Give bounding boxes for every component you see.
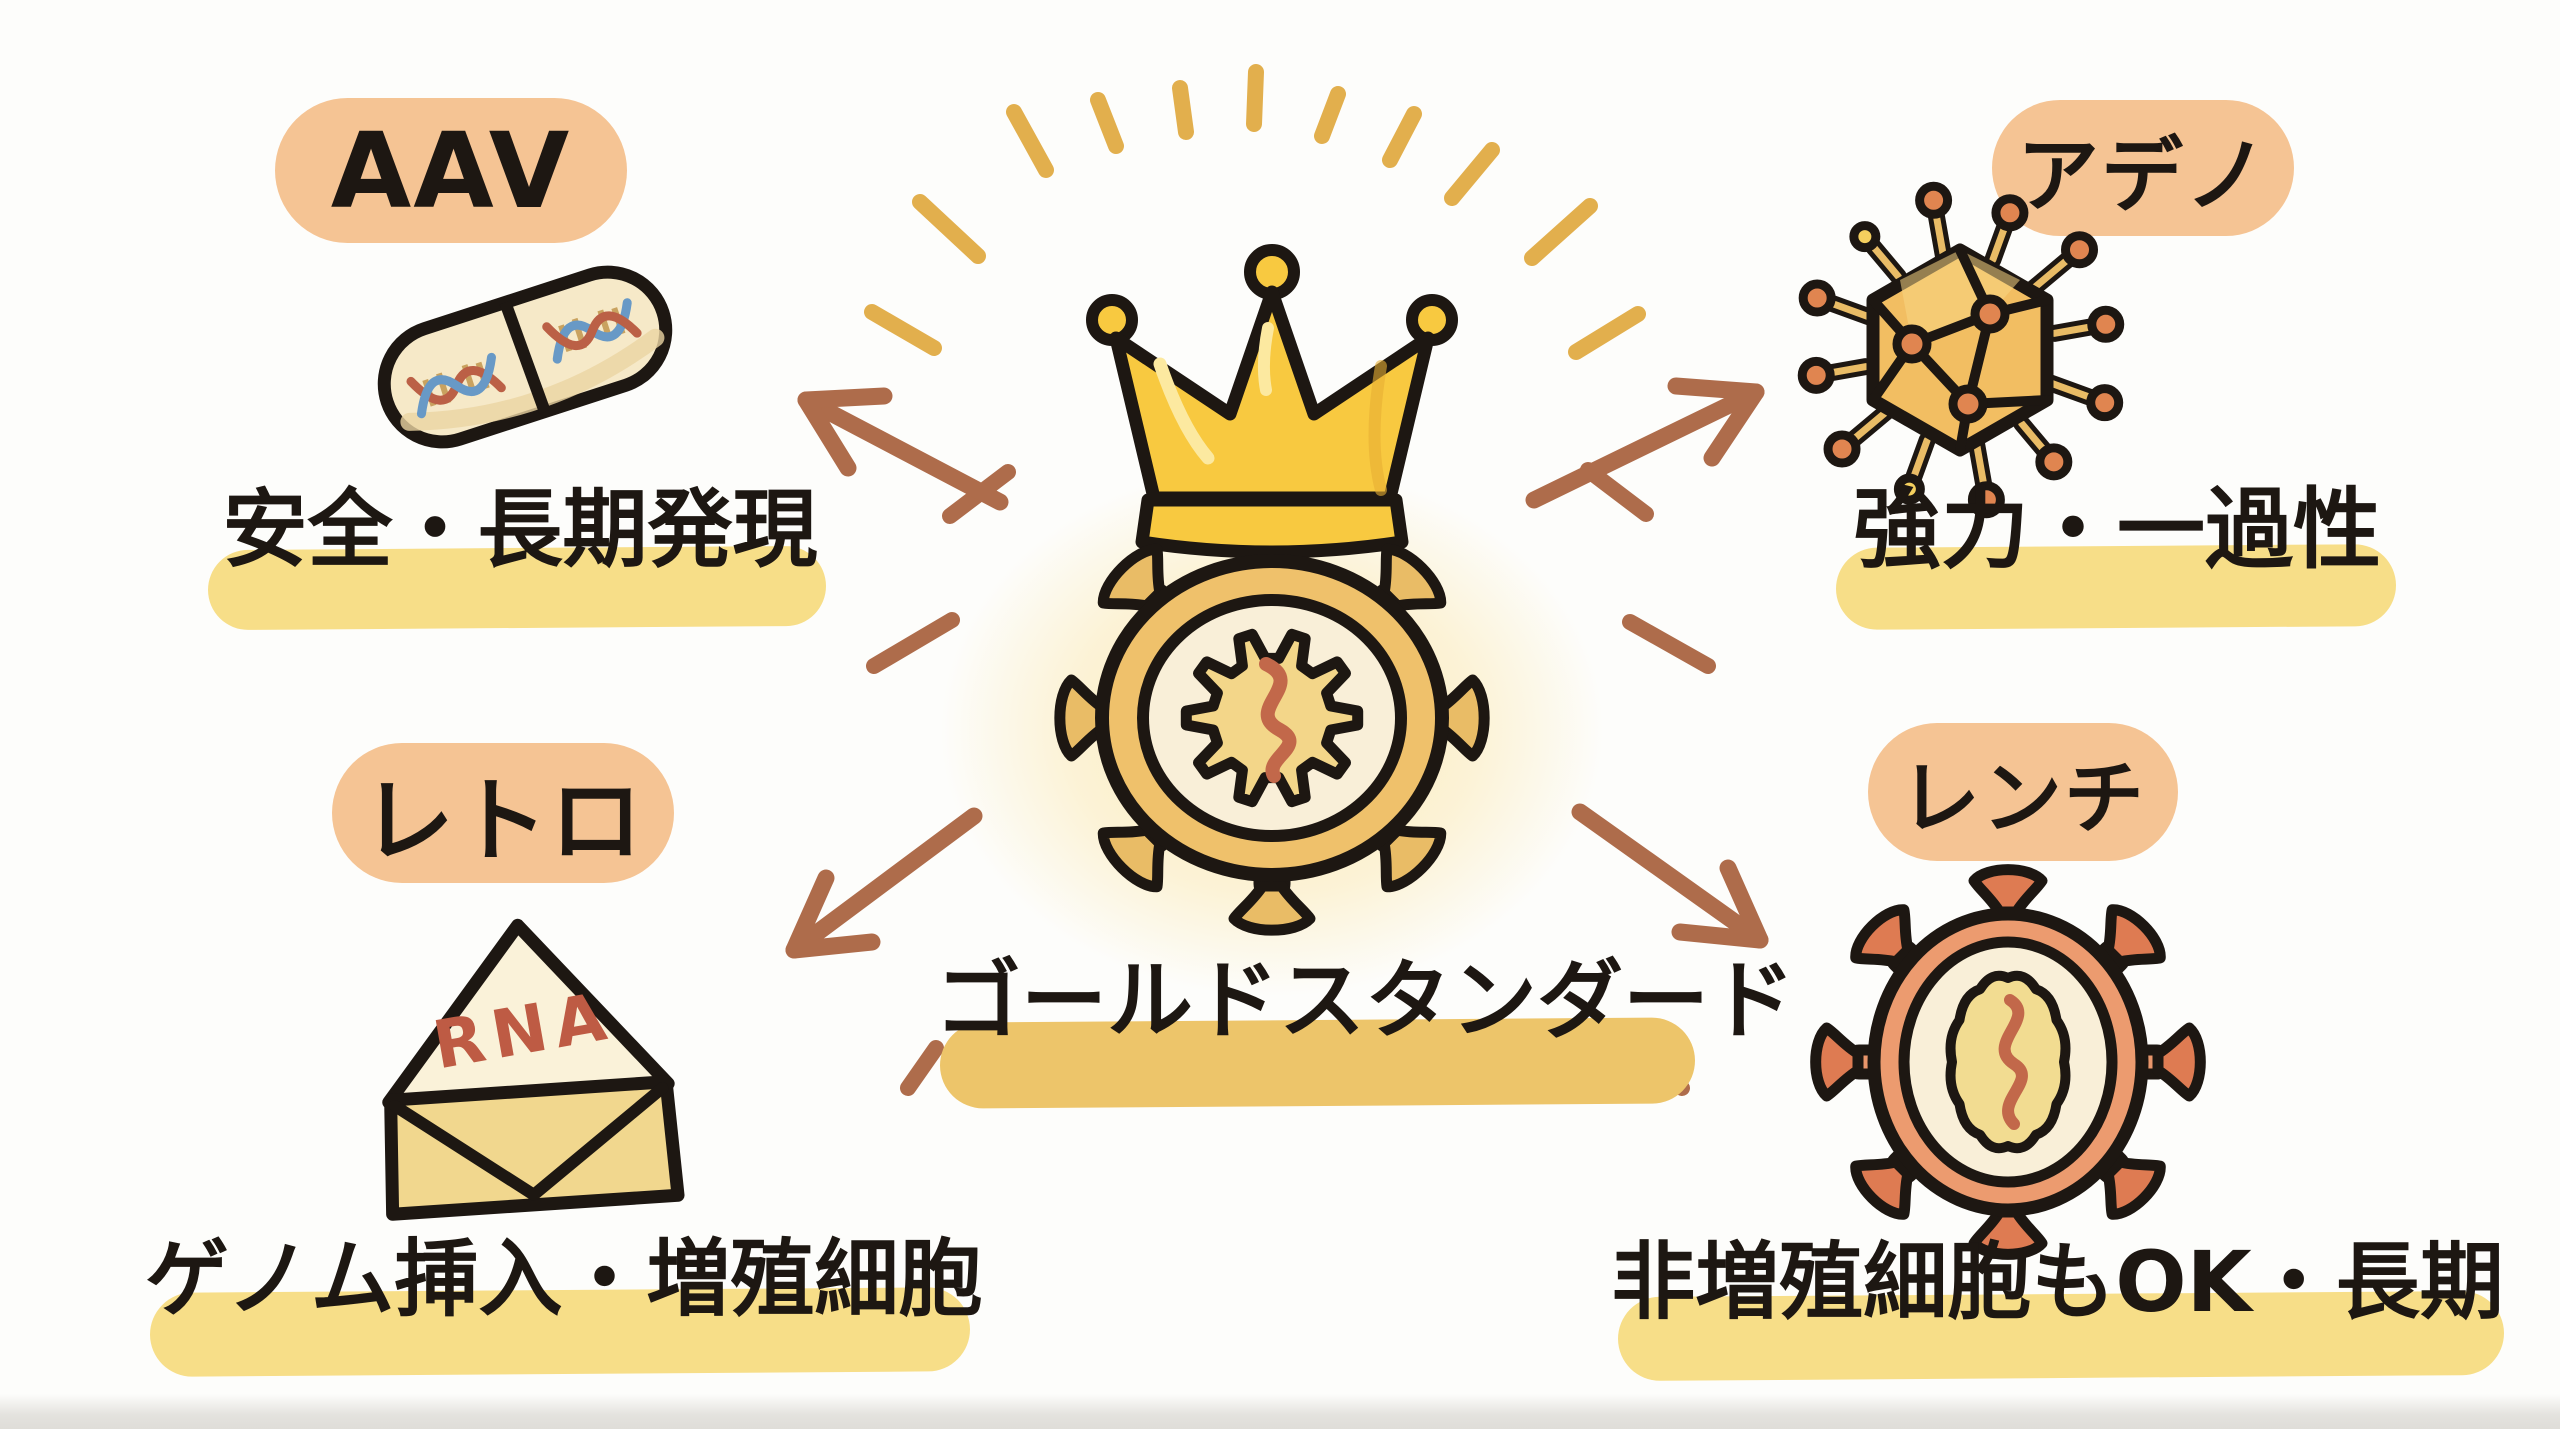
lentivirus-icon bbox=[1810, 864, 2206, 1260]
gold-standard-virus-icon bbox=[1054, 543, 1490, 936]
aav-label-pill: AAV bbox=[275, 98, 627, 243]
genome-squiggle bbox=[1259, 657, 1297, 783]
lenti-label: レンチ bbox=[1900, 752, 2146, 845]
crown-icon bbox=[1086, 244, 1458, 591]
adenovirus-icon bbox=[1797, 181, 2125, 519]
aav-feature-text: 安全・長期発現 bbox=[222, 481, 818, 580]
aav-capsule-icon bbox=[377, 265, 673, 449]
lenti-feature-text: 非増殖細胞もOK・長期 bbox=[1611, 1233, 2504, 1331]
aav-label: AAV bbox=[330, 109, 572, 232]
connector-arrows bbox=[785, 377, 1769, 959]
dna-helix-left bbox=[406, 352, 506, 419]
rna-envelope-icon: RNA bbox=[382, 918, 685, 1221]
sun-rays-gold-icon bbox=[864, 64, 1646, 360]
adeno-label: アデノ bbox=[2016, 128, 2269, 224]
gold-standard-caption: ゴールドスタンダード bbox=[935, 951, 1795, 1051]
lenti-genome-squiggle bbox=[1998, 994, 2028, 1130]
retro-label-pill: レトロ bbox=[332, 743, 674, 883]
lenti-label-pill: レンチ bbox=[1868, 723, 2178, 861]
dna-helix-right bbox=[542, 298, 642, 364]
adenovirus-fibers bbox=[1797, 181, 2125, 519]
retro-label: レトロ bbox=[361, 767, 644, 875]
adeno-feature-text: 強力・一過性 bbox=[1852, 478, 2381, 581]
adeno-label-pill: アデノ bbox=[1992, 100, 2294, 236]
bottom-shadow-band bbox=[0, 1394, 2560, 1429]
retro-feature-text: ゲノム挿入・増殖細胞 bbox=[145, 1230, 983, 1328]
